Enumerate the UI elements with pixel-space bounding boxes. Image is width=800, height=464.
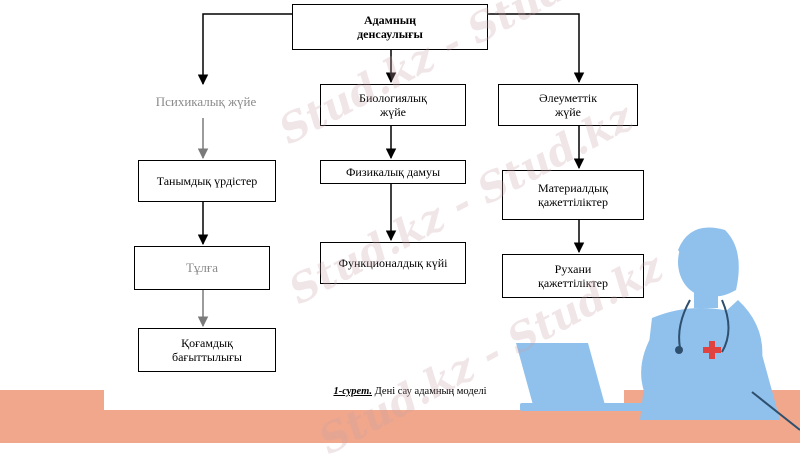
node-bio-system-label: Биологиялық жүйе xyxy=(359,91,427,119)
edge-root-social xyxy=(488,13,585,84)
node-psychic-system-label: Психикалық жүйе xyxy=(155,94,257,109)
node-bio-system: Биологиялық жүйе xyxy=(320,84,466,126)
node-physical-development-label: Физикалық дамуы xyxy=(345,165,441,179)
node-spiritual-needs-label: Рухани қажеттіліктер xyxy=(537,262,608,290)
node-cognitive-processes: Танымдық үрдістер xyxy=(138,160,276,202)
figure-caption-text: Дені сау адамның моделі xyxy=(372,386,487,397)
node-spiritual-needs: Рухани қажеттіліктер xyxy=(502,254,644,298)
doctor-illustration xyxy=(516,227,800,431)
node-social-system: Әлеуметтік жүйе xyxy=(498,84,638,126)
node-psychic-system: Психикалық жүйе xyxy=(140,86,272,118)
node-physical-development: Физикалық дамуы xyxy=(320,160,466,184)
node-personality-label: Тұлға xyxy=(185,260,219,275)
node-functional-state-label: Функционалдық күйі xyxy=(338,256,448,270)
edge-root-psychic xyxy=(197,13,292,86)
node-social-system-label: Әлеуметтік жүйе xyxy=(538,91,598,119)
node-functional-state: Функционалдық күйі xyxy=(320,242,466,284)
node-material-needs: Материалдық қажеттіліктер xyxy=(502,170,644,220)
node-root-label: Адамның денсаулығы xyxy=(357,13,423,41)
node-cognitive-processes-label: Танымдық үрдістер xyxy=(156,174,258,188)
connector-lines xyxy=(197,13,585,328)
node-social-orientation: Қоғамдық бағыттылығы xyxy=(138,328,276,372)
node-root: Адамның денсаулығы xyxy=(292,4,488,50)
figure-caption: 1-сурет. Дені сау адамның моделі xyxy=(300,386,520,397)
node-personality: Тұлға xyxy=(134,246,270,290)
node-material-needs-label: Материалдық қажеттіліктер xyxy=(537,181,609,209)
figure-number: 1-сурет. xyxy=(333,386,373,397)
node-social-orientation-label: Қоғамдық бағыттылығы xyxy=(171,336,242,364)
